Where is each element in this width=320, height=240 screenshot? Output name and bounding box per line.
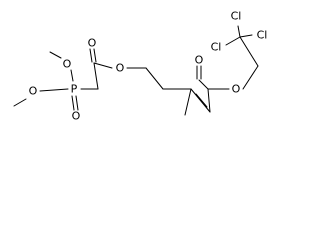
bond-c3-c2-a — [190, 88, 211, 113]
bond-ch2-carbonyl — [93, 62, 99, 90]
atom-labels: O O P O O O O O Cl Cl Cl — [29, 10, 268, 123]
atom-cl-right: Cl — [257, 29, 268, 42]
atom-o-methoxy-left: O — [29, 85, 38, 98]
bond-c2-c1 — [207, 88, 211, 113]
bond-p-o-double-a — [71, 95, 75, 111]
bond-o-ch2-right — [242, 65, 259, 90]
atom-o-carbonyl-left: O — [88, 37, 97, 50]
bond-c-cl-bottom — [237, 25, 241, 38]
atom-cl-bottom: Cl — [231, 10, 242, 23]
bond-c-cl-right — [239, 34, 253, 38]
bond-carbonyl-left-a — [89, 48, 93, 63]
bond-c3-methyl — [184, 88, 192, 116]
chemical-structure: O O P O O O O O Cl Cl Cl — [13, 10, 268, 123]
bond-ch2-ch2 — [145, 67, 164, 90]
atom-o-ester-left: O — [116, 62, 125, 75]
bond-c3-c2-b — [195, 93, 208, 108]
bond-carbonyl-left-b — [93, 48, 97, 63]
bond-methyl-o-left — [13, 98, 27, 107]
atom-phosphorus: P — [71, 83, 78, 96]
bond-lines — [13, 25, 259, 116]
bond-ch2-ccl3 — [239, 36, 259, 67]
bond-carbonyl-o-ester-left — [93, 62, 113, 69]
atom-o-phosphoryl: O — [72, 110, 81, 123]
bond-o-top-p — [70, 69, 74, 82]
atom-o-ester-right: O — [232, 83, 241, 96]
bond-p-o-double-b — [75, 95, 79, 111]
bond-c-cl-left — [225, 36, 241, 46]
bond-methyl-o-top — [49, 51, 62, 59]
atom-o-carbonyl-right: O — [195, 54, 204, 67]
bond-c1-o-carbonyl-link — [198, 79, 209, 90]
atom-o-methoxy-top: O — [63, 58, 72, 71]
atom-cl-left: Cl — [211, 41, 222, 54]
bond-o-left-p — [39, 88, 69, 92]
